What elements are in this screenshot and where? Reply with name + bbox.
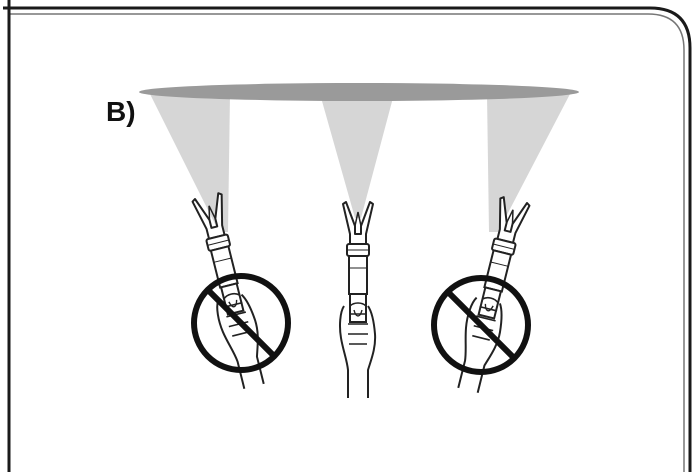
no-symbol-icon-right bbox=[434, 278, 528, 372]
spray-gun-icon-center bbox=[339, 201, 377, 399]
spray-surface bbox=[139, 83, 579, 101]
spray-cone-left bbox=[150, 94, 230, 232]
no-symbol-icon-left bbox=[194, 276, 288, 370]
spray-gun-icon-left bbox=[188, 190, 272, 392]
spray-cone-center bbox=[320, 94, 394, 218]
spray-cone-right bbox=[487, 94, 570, 232]
panel-label: B) bbox=[106, 96, 136, 127]
panel-frame bbox=[3, 0, 692, 472]
